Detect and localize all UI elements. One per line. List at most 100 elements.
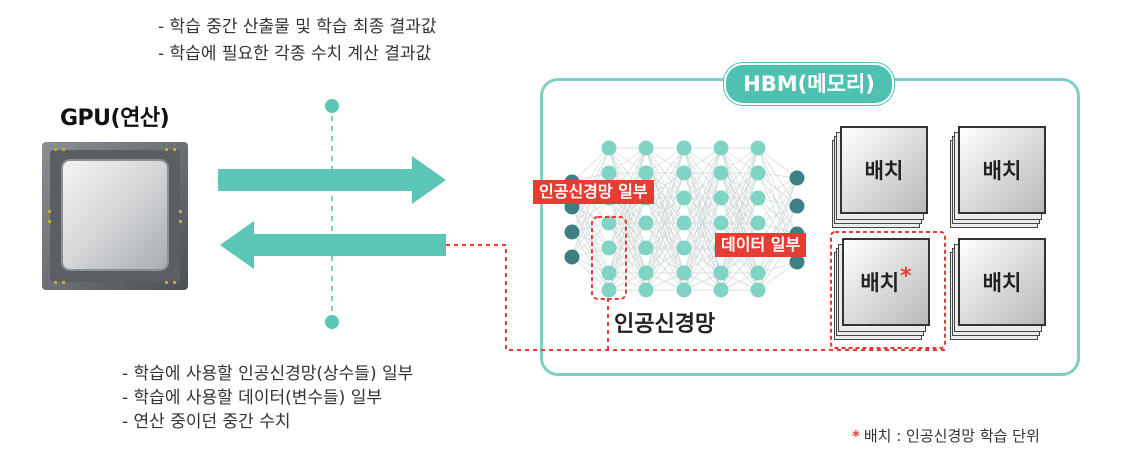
bottom-note-2: - 학습에 사용할 데이터(변수들) 일부: [122, 388, 382, 408]
network-node: [789, 198, 805, 214]
network-node: [750, 215, 766, 231]
network-node: [638, 140, 654, 156]
network-edge: [571, 147, 610, 183]
batch-stack-3: 배치*: [834, 238, 930, 340]
network-node: [713, 140, 729, 156]
network-node: [676, 265, 692, 281]
batch-label: 배치: [982, 159, 1022, 183]
network-edge: [720, 147, 759, 199]
network-part-tag: 인공신경망 일부: [533, 180, 654, 204]
network-node: [750, 190, 766, 206]
network-edge: [645, 222, 685, 291]
bottom-notes: - 학습에 사용할 인공신경망(상수들) 일부 - 학습에 사용할 데이터(변수…: [122, 362, 413, 434]
network-edge: [571, 231, 610, 291]
bottom-note-1: - 학습에 사용할 인공신경망(상수들) 일부: [122, 364, 414, 384]
network-node: [750, 282, 766, 298]
network-node: [601, 140, 617, 156]
network-node: [713, 265, 729, 281]
bottom-note-3: - 연산 중이던 중간 수치: [122, 412, 291, 432]
network-edge: [720, 147, 759, 249]
network-edge: [757, 172, 798, 207]
network-node: [638, 265, 654, 281]
network-edge: [645, 147, 685, 274]
network-node: [638, 215, 654, 231]
network-node: [638, 165, 654, 181]
network-node: [713, 282, 729, 298]
network-edge: [757, 147, 798, 179]
network-edge: [757, 197, 798, 235]
batch-label: 배치: [860, 271, 900, 295]
network-node: [601, 165, 617, 181]
network-edge: [683, 222, 722, 291]
network-node: [601, 282, 617, 298]
red-dashed-connector: [446, 244, 946, 351]
top-note-2: - 학습에 필요한 각종 수치 계산 결과값: [158, 44, 432, 64]
network-edge: [683, 222, 722, 274]
network-edge: [571, 197, 610, 258]
network-node: [713, 165, 729, 181]
network-edge: [683, 247, 722, 291]
network-node: [676, 282, 692, 298]
batch-label: 배치: [864, 159, 904, 183]
neural-network-label: 인공신경망: [614, 312, 716, 337]
batch-stack-1: 배치: [832, 126, 928, 228]
network-edge: [645, 147, 685, 249]
data-part-tag: 데이터 일부: [715, 233, 807, 257]
network-node: [564, 224, 580, 240]
top-notes: - 학습 중간 산출물 및 학습 최종 결과값 - 학습에 필요한 각종 수치 …: [158, 14, 437, 68]
network-edge: [683, 147, 722, 199]
network-edge: [757, 172, 798, 235]
batch-card: 배치*: [842, 238, 930, 326]
network-edge: [757, 177, 798, 224]
network-edge: [645, 172, 685, 274]
arrow-right-icon: [218, 156, 446, 204]
top-note-1: - 학습 중간 산출물 및 학습 최종 결과값: [158, 17, 437, 37]
cpu-chip-icon: [42, 142, 188, 290]
batch-card: 배치: [958, 238, 1046, 326]
divider-top-dot: [325, 99, 339, 113]
network-edge: [757, 261, 798, 291]
footnote-text: 배치 : 인공신경망 학습 단위: [863, 427, 1040, 445]
divider-bottom-dot: [325, 315, 339, 329]
network-edge: [757, 177, 798, 274]
network-node: [750, 265, 766, 281]
network-edge: [571, 256, 610, 291]
network-edge: [645, 147, 685, 174]
network-edge: [683, 147, 722, 249]
hbm-title: HBM(메모리): [724, 63, 894, 105]
network-node: [676, 165, 692, 181]
network-edge: [608, 222, 647, 291]
network-node: [713, 215, 729, 231]
network-node: [601, 265, 617, 281]
network-edge: [645, 147, 685, 224]
batch-label: 배치: [982, 271, 1022, 295]
network-node: [601, 240, 617, 256]
network-node: [676, 140, 692, 156]
batch-card: 배치: [840, 126, 928, 214]
network-node: [638, 240, 654, 256]
network-edge: [683, 172, 722, 274]
network-node: [601, 215, 617, 231]
network-part-highlight: [591, 216, 627, 300]
network-node: [676, 240, 692, 256]
network-edge: [608, 222, 647, 274]
network-edge: [571, 222, 610, 258]
network-edge: [645, 222, 685, 274]
network-node: [676, 215, 692, 231]
network-node: [750, 140, 766, 156]
network-node: [713, 190, 729, 206]
network-edge: [608, 197, 647, 274]
network-edge: [645, 247, 685, 291]
network-edge: [683, 147, 722, 224]
network-node: [564, 249, 580, 265]
network-edge: [645, 247, 685, 274]
batch-card: 배치: [958, 126, 1046, 214]
footnote-star: *: [852, 427, 860, 445]
network-edge: [683, 197, 722, 274]
batch-asterisk: *: [900, 263, 912, 289]
network-node: [789, 170, 805, 186]
batch-stack-4: 배치: [950, 238, 1046, 340]
network-edge: [720, 147, 759, 224]
network-edge: [608, 247, 647, 291]
